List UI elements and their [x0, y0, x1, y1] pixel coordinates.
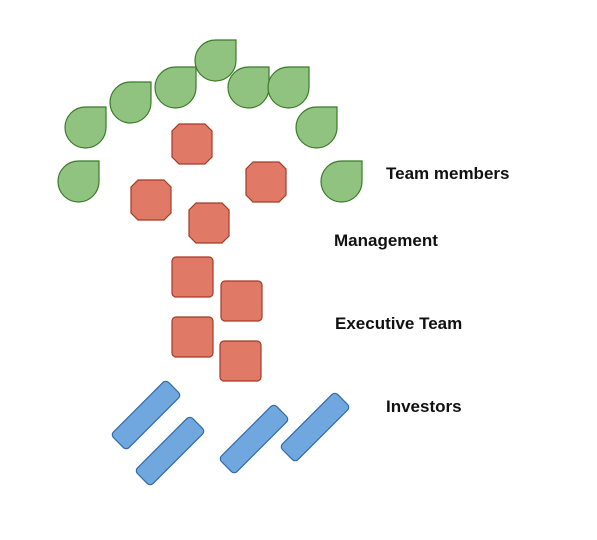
- investor-bar: [219, 404, 289, 474]
- label-team-members: Team members: [386, 164, 509, 183]
- investor-bar: [135, 416, 205, 486]
- label-investors: Investors: [386, 397, 462, 416]
- investor-bar: [111, 380, 181, 450]
- investors-group: [111, 380, 350, 486]
- executive-block: [171, 256, 214, 298]
- team-members-group: [57, 39, 363, 203]
- team-member-leaf: [109, 81, 152, 124]
- team-member-leaf: [267, 66, 310, 109]
- team-member-leaf: [64, 106, 107, 149]
- team-member-leaf: [320, 160, 363, 203]
- team-member-leaf: [194, 39, 237, 82]
- management-group: [130, 123, 287, 244]
- team-member-leaf: [295, 106, 338, 149]
- investor-bar: [280, 392, 350, 462]
- management-block: [245, 161, 287, 203]
- management-block: [130, 179, 172, 221]
- executive-block: [219, 340, 262, 382]
- executive-block: [171, 316, 214, 358]
- team-member-leaf: [57, 160, 100, 203]
- team-member-leaf: [154, 66, 197, 109]
- team-member-leaf: [227, 66, 270, 109]
- executive-block: [220, 280, 263, 322]
- management-block: [171, 123, 213, 165]
- management-block: [188, 202, 230, 244]
- executive-team-group: [171, 256, 263, 382]
- label-executive-team: Executive Team: [335, 314, 462, 333]
- label-management: Management: [334, 231, 438, 250]
